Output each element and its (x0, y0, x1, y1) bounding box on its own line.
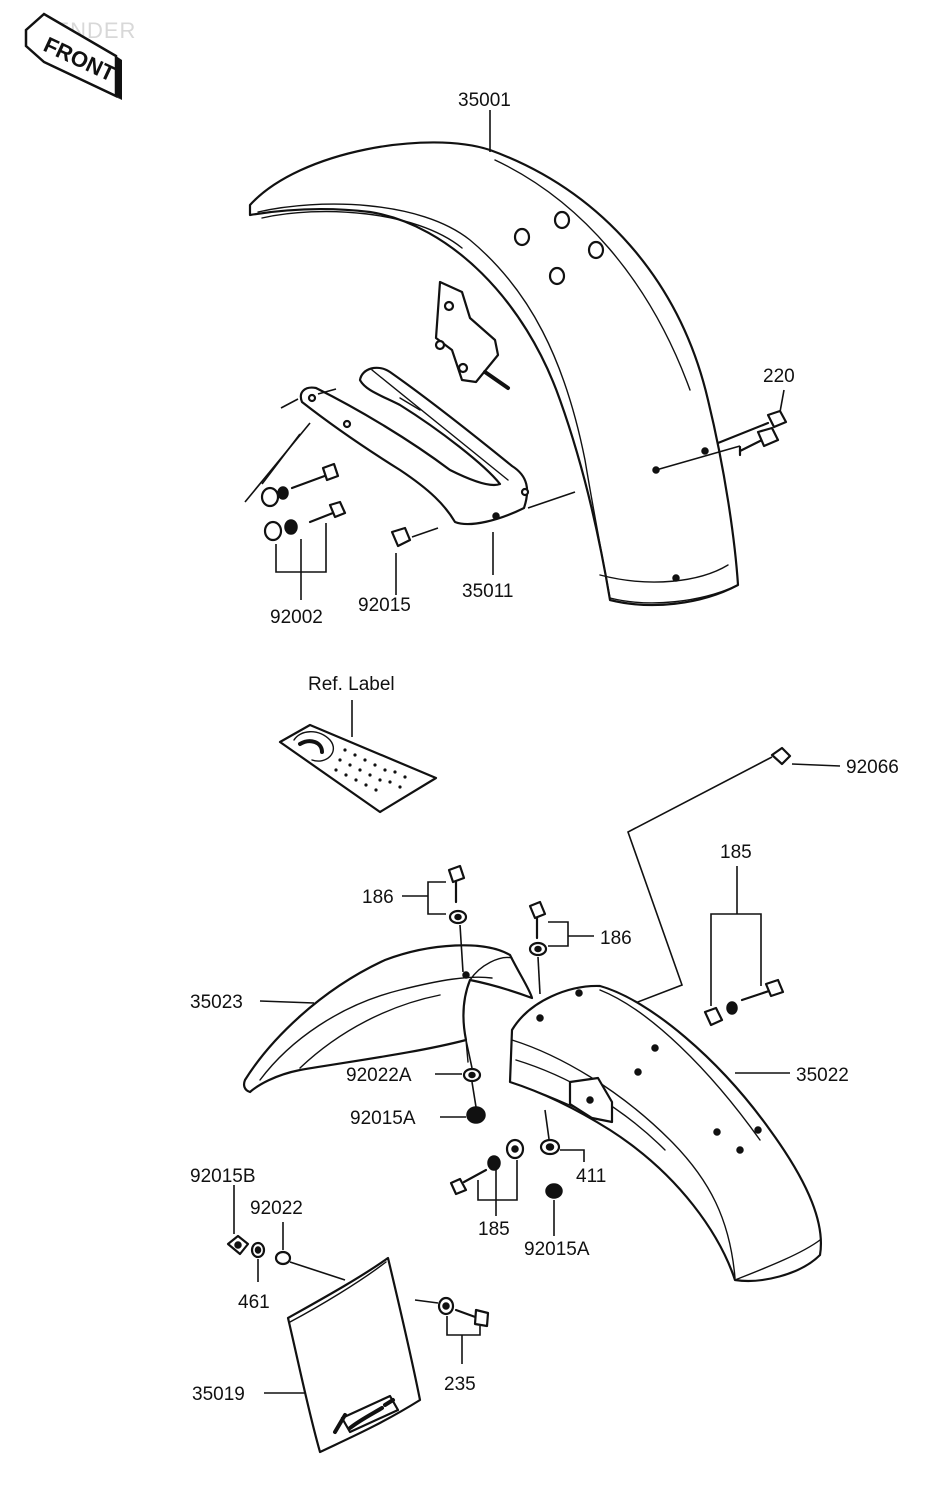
label-92015: 92015 (358, 595, 411, 616)
label-35019: 35019 (192, 1384, 245, 1405)
reference-label-sticker (278, 723, 438, 814)
label-185-bottom: 185 (478, 1219, 510, 1240)
ref-label-title: Ref. Label (308, 674, 395, 695)
label-92002: 92002 (270, 607, 323, 628)
flap-logo-icon (333, 1394, 400, 1434)
bolt-220 (716, 409, 788, 457)
label-185-right: 185 (720, 842, 752, 863)
label-186-right: 186 (600, 928, 632, 949)
clip-92066 (770, 746, 792, 766)
label-35023: 35023 (190, 992, 243, 1013)
label-92022: 92022 (250, 1198, 303, 1219)
bolt-set-186-left (447, 864, 468, 925)
label-35022: 35022 (796, 1065, 849, 1086)
nut-92015A-lower (545, 1183, 563, 1199)
front-arrow-icon (24, 12, 122, 100)
nut-92015A-upper (466, 1106, 486, 1124)
label-186-left: 186 (362, 887, 394, 908)
front-fender-35001 (248, 141, 740, 607)
label-92015A-lower: 92015A (524, 1239, 590, 1260)
label-35001: 35001 (458, 90, 511, 111)
label-92015B: 92015B (190, 1166, 256, 1187)
nut-92015 (390, 526, 439, 548)
bolt-set-235 (437, 1296, 490, 1328)
mud-flap-35019 (286, 1256, 422, 1454)
label-92022A: 92022A (346, 1065, 412, 1086)
fender-stay-35011 (299, 366, 530, 526)
bolt-set-185-right (703, 978, 785, 1027)
bolt-set-92002 (260, 462, 347, 542)
label-220: 220 (763, 366, 795, 387)
label-92066: 92066 (846, 757, 899, 778)
label-461: 461 (238, 1292, 270, 1313)
bolt-set-186-right (528, 900, 548, 957)
rear-fender-35022 (508, 984, 822, 1282)
washer-92022A (462, 1067, 482, 1083)
label-411: 411 (576, 1166, 606, 1187)
bolt-set-185-bottom (449, 1138, 525, 1196)
label-35011: 35011 (462, 581, 513, 602)
grommet-411 (539, 1138, 561, 1156)
label-235: 235 (444, 1374, 476, 1395)
fastener-set-92015B (226, 1234, 292, 1266)
label-92015A-upper: 92015A (350, 1108, 416, 1129)
